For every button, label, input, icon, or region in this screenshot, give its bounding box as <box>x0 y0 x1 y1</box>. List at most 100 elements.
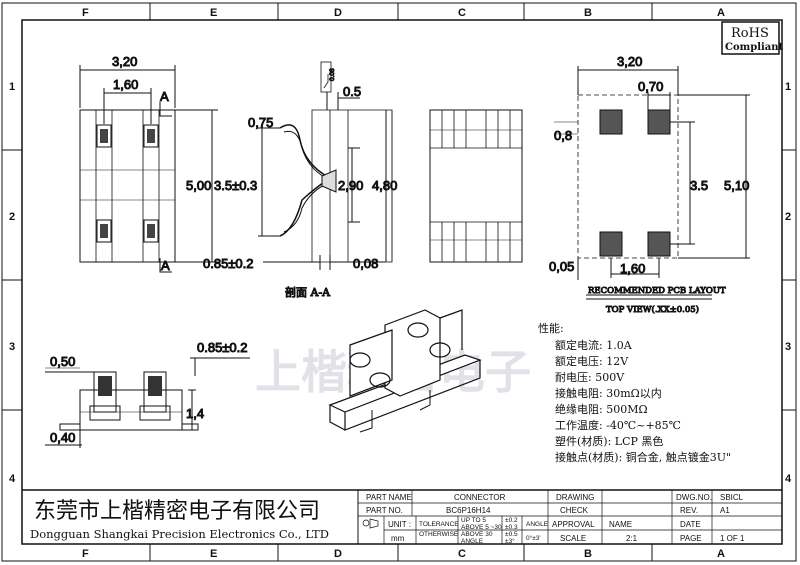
tol-value: ±0.5 <box>505 531 518 538</box>
zone-bottom-f: F <box>82 548 89 560</box>
pcb-layout <box>554 66 750 300</box>
company-name-en: Dongguan Shangkai Precision Electronics … <box>30 527 329 541</box>
top-view-middle <box>429 109 523 263</box>
zone-bottom-e: E <box>210 548 217 560</box>
zone-ticks <box>2 3 796 561</box>
tol-value: ±3° <box>505 537 515 545</box>
flatness-value: 0.08 <box>329 68 336 81</box>
isometric-view <box>328 309 482 433</box>
scale-label: SCALE <box>560 534 586 543</box>
pcb-pad <box>647 109 671 135</box>
zone-right-3: 3 <box>785 341 791 353</box>
zone-left-1: 1 <box>9 81 15 93</box>
zone-right-1: 1 <box>785 81 791 93</box>
unit-value: mm <box>391 534 405 543</box>
dim-pcb-edge: 0,05 <box>549 259 574 274</box>
tol-range: ABOVE 30 <box>461 531 493 538</box>
pcb-caption-view: TOP VIEW(.XX±0.05) <box>606 304 699 315</box>
zone-right-2: 2 <box>785 211 791 223</box>
dim-pcb-pad-width: 0,70 <box>638 79 663 94</box>
zone-left-3: 3 <box>9 341 15 353</box>
page-value: 1 OF 1 <box>720 534 745 543</box>
top-view-left <box>79 65 218 273</box>
dim-lead-section: 0.85±0.2 <box>203 256 254 271</box>
company-name-cn: 东莞市上楷精密电子有限公司 <box>34 499 320 524</box>
section-mark-top: A <box>160 89 169 104</box>
date-label: DATE <box>680 520 701 529</box>
rev-label: REV. <box>680 506 698 515</box>
zone-right-4: 4 <box>785 473 792 485</box>
pcb-pad <box>599 109 623 135</box>
check-label: CHECK <box>560 506 589 515</box>
section-label: 剖面 A-A <box>285 285 331 299</box>
part-no-label: PART NO. <box>366 506 403 515</box>
dim-side-bottom: 0,40 <box>50 430 75 445</box>
approval-label: APPROVAL <box>552 520 595 529</box>
part-name-label: PART NAME <box>366 493 412 502</box>
zone-bottom-a: A <box>717 548 725 560</box>
zone-top-d: D <box>334 7 342 19</box>
side-view <box>45 357 250 448</box>
pcb-caption-title: RECOMMENDED PCB LAYOUT <box>588 286 726 296</box>
drawing-label: DRAWING <box>556 493 594 502</box>
section-view <box>258 61 393 270</box>
dim-side-height: 1,4 <box>186 406 204 421</box>
dim-pcb-pad-height: 0,8 <box>554 128 572 143</box>
rev-value: A1 <box>720 506 730 515</box>
tol-range: UP TO 5 <box>461 517 486 524</box>
title-block <box>22 489 782 544</box>
zone-top-e: E <box>210 7 217 19</box>
zone-left-4: 4 <box>9 473 16 485</box>
dim-pcb-pitch-x: 1,60 <box>620 261 645 276</box>
pcb-pad <box>647 231 671 257</box>
spec-line: 额定电压: 12V <box>555 354 629 368</box>
rohs-badge: RoHS Compliant <box>721 21 784 55</box>
dim-radius: 0,75 <box>248 115 273 130</box>
rohs-compliant-text: Compliant <box>725 42 784 53</box>
dim-bottom-section: 0,08 <box>353 256 378 271</box>
tol-range: ABOVE 5 ~30 <box>461 524 502 531</box>
dim-outer: 4,80 <box>372 178 397 193</box>
name-label: NAME <box>609 520 632 529</box>
dwg-no-label: DWG.NO. <box>676 493 712 502</box>
dim-side-lead: 0.85±0.2 <box>197 340 248 355</box>
title-block-text: 东莞市上楷精密电子有限公司 Dongguan Shangkai Precisio… <box>30 493 745 545</box>
pcb-pad <box>599 231 623 257</box>
dim-pcb-pitch-y: 3.5 <box>690 178 708 193</box>
angle-value: 0°±3' <box>526 534 541 542</box>
dim-contact: 3.5±0.3 <box>214 178 257 193</box>
dim-pcb-height: 5,10 <box>724 178 749 193</box>
tol-value: ±0.3 <box>505 524 518 531</box>
dwg-no-value: SBICL <box>720 493 744 502</box>
spec-line: 额定电流: 1.0A <box>555 338 633 352</box>
spec-line: 工作温度: -40℃~+85℃ <box>555 418 681 432</box>
zone-top-f: F <box>82 7 89 19</box>
section-mark-bottom: A <box>161 258 170 273</box>
spec-line: 塑件(材质): LCP 黑色 <box>555 434 663 448</box>
zone-top-a: A <box>717 7 725 19</box>
spec-line: 接触电阻: 30mΩ以内 <box>555 386 662 400</box>
unit-label: UNIT : <box>388 520 411 529</box>
dim-inner: 2,90 <box>338 178 363 193</box>
tol-range: ANGLE <box>461 538 484 545</box>
dim-side-top: 0,50 <box>50 354 75 369</box>
tol-value: ±0.2 <box>505 517 518 524</box>
specs-block: 性能: 额定电流: 1.0A 额定电压: 12V 耐电压: 500V 接触电阻:… <box>538 321 731 464</box>
zone-top-b: B <box>584 7 592 19</box>
angle-label: ANGLE <box>526 521 549 528</box>
spec-line: 耐电压: 500V <box>555 371 625 384</box>
rohs-text: RoHS <box>731 26 769 41</box>
page-label: PAGE <box>680 534 702 543</box>
dim-pitch-left: 1,60 <box>113 77 138 92</box>
dim-height-left: 5,00 <box>186 178 211 193</box>
spec-line: 接触点(材质): 铜合金, 触点镀金3U" <box>555 450 731 464</box>
zone-left-2: 2 <box>9 211 15 223</box>
inner-frame <box>21 19 783 545</box>
zone-top-c: C <box>458 7 466 19</box>
specs-title: 性能: <box>538 321 564 335</box>
tolerance-otherwise: OTHERWISE <box>419 531 459 538</box>
part-name-value: CONNECTOR <box>454 493 506 502</box>
